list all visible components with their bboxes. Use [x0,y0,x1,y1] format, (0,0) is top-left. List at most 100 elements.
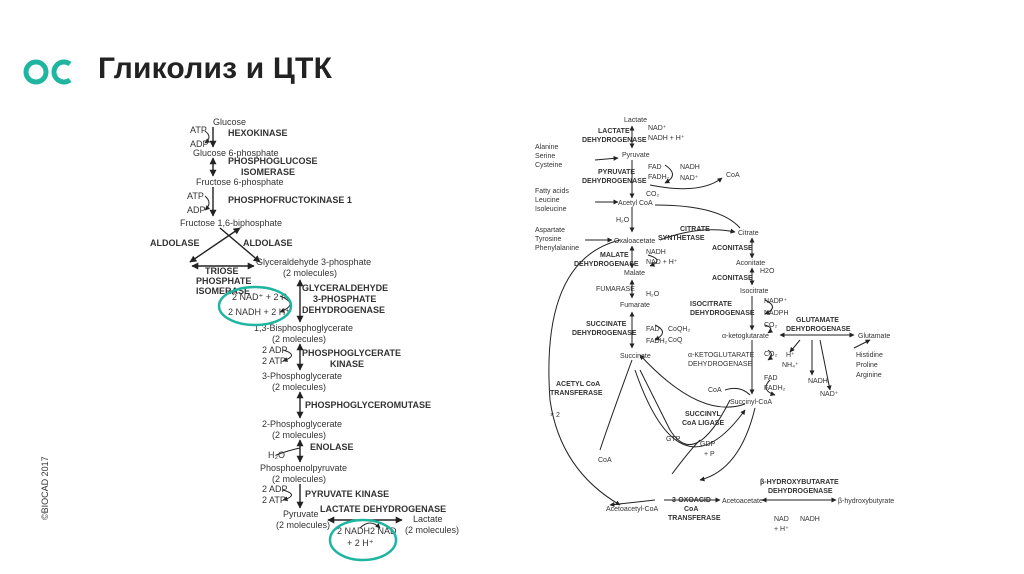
nadh-lactate: 2 NADH [337,526,370,536]
gap-label: Glyceraldehyde 3-phosphate [256,257,371,267]
atp-4: 2 ATP [262,495,286,505]
pgi-label-1: PHOSPHOGLUCOSE [228,156,318,166]
tca-idh-1: ISOCITRATE [690,301,732,308]
tpi-label-3: ISOMERASE [196,286,250,296]
adp-3: 2 ADP [262,345,288,355]
tca-oxct-3: TRANSFERASE [668,515,721,522]
input-cysteine: Cysteine [535,162,562,169]
tca-co2-pdh: CO₂ [646,191,660,198]
tca-h-bhbd: + H⁺ [774,526,789,533]
tca-nadh-ldh: NADH + H⁺ [648,135,685,142]
aldolase-right-label: ALDOLASE [243,238,293,248]
tca-acetoacetylcoa: Acetoacetyl-CoA [606,506,658,513]
tca-akg: α-ketoglutarate [722,333,769,340]
pk-label: PYRUVATE KINASE [305,489,389,499]
tca-oxct-1: 3-OXOACID [672,497,711,504]
tca-acetoacetate: Acetoacetate [722,498,763,505]
glycolysis-pathway: Glucose Glucose 6-phosphate Fructose 6-p… [150,117,459,562]
tca-succinylcoa: Succinyl-CoA [730,399,772,406]
tca-cycle-pathway: Lactate Pyruvate Acetyl CoA Oxaloacetate… [535,117,894,533]
tca-gdh-1: GLUTAMATE [796,317,839,324]
tca-nad-bhbd: NAD [774,516,789,523]
pyruvate-label: Pyruvate [283,509,319,519]
tca-nad-pdh: NAD⁺ [680,175,699,182]
gapdh-label-3: DEHYDROGENASE [302,305,385,315]
input-leucine: Leucine [535,197,560,204]
pgk-label-2: KINASE [330,359,364,369]
tca-ldh-2: DEHYDROGENASE [582,137,647,144]
tca-gtp: GTP [666,436,681,443]
h-lactate: + 2 H⁺ [347,538,374,548]
input-alanine: Alanine [535,144,558,151]
tca-bhbd-2: DEHYDROGENASE [768,488,833,495]
tca-cs-2: SYNTHETASE [658,235,705,242]
tca-hbutyrate: β-hydroxybutyrate [838,498,894,505]
input-histidine: Histidine [856,352,883,359]
tca-gdh-2: DEHYDROGENASE [786,326,851,333]
lactate-molecules: (2 molecules) [405,525,459,535]
pg3-label: 3-Phosphoglycerate [262,371,342,381]
tca-coqh-sdh: CoQH₂ [668,326,690,333]
bpg-label: 1,3-Bisphosphoglycerate [254,323,353,333]
tca-h-gdh: H⁺ [786,352,795,359]
gapdh-label-2: 3-PHOSPHATE [313,294,376,304]
input-isoleucine: Isoleucine [535,206,567,213]
tca-citrate: Citrate [738,230,759,237]
tca-glutamate: Glutamate [858,333,890,340]
tca-pdh-1: PYRUVATE [598,169,635,176]
adp-1: ADP [190,139,209,149]
tca-nadh-mdh: NADH [646,249,666,256]
gap-molecules: (2 molecules) [283,268,337,278]
pg2-label: 2-Phosphoglycerate [262,419,342,429]
tca-nadh-gdh: NADH [808,378,828,385]
highlight-ldh-circle [328,518,398,562]
tca-fad-sdh: FAD [646,326,660,333]
biocad-logo-icon [23,59,72,85]
tca-fumarase: FUMARASE [596,286,635,293]
tca-coq-sdh: CoQ [668,337,683,344]
tca-cs-1: CITRATE [680,226,710,233]
tca-aconitase-1: ACONITASE [712,245,753,252]
gapdh-label-1: GLYCERALDEHYDE [302,283,388,293]
tca-aconitate: Aconitate [736,260,765,267]
tca-nadh-pdh: NADH [680,164,700,171]
input-serine: Serine [535,153,555,160]
tca-coa-akgdh: CoA [708,387,722,394]
f6p-label: Fructose 6-phosphate [196,177,284,187]
tca-p: + P [704,451,715,458]
pg2-molecules: (2 molecules) [272,430,326,440]
bpg-molecules: (2 molecules) [272,334,326,344]
tca-idh-2: DEHYDROGENASE [690,310,755,317]
slide-title: Гликолиз и ЦТК [98,52,333,85]
tca-nh4-gdh: NH₄⁺ [782,362,799,369]
input-aspartate: Aspartate [535,227,565,234]
input-proline: Proline [856,362,878,369]
h2o-glycolysis: H₂O [268,450,285,460]
tca-nadp-idh: NADP⁺ [764,298,787,305]
tca-akgdh-1: α-KETOGLUTARATE [688,352,755,359]
tca-bhbd-1: β-HYDROXYBUTARATE [760,479,839,486]
input-fatty-acids: Fatty acids [535,188,569,195]
tca-pyruvate: Pyruvate [622,152,650,159]
tca-x2: × 2 [550,412,560,419]
adp-2: ADP [187,205,206,215]
input-arginine: Arginine [856,372,882,379]
tca-sdh-1: SUCCINATE [586,321,627,328]
tca-mdh-2: DEHYDROGENASE [574,261,639,268]
tca-oxaloacetate: Oxaloacetate [614,238,655,245]
atp-1: ATP [190,125,207,135]
input-phenylalanine: Phenylalanine [535,245,579,252]
tca-co2-akgdh: CO₂ [764,351,778,358]
tca-mdh-1: MALATE [600,252,629,259]
tca-coa-pdh: CoA [726,172,740,179]
tca-fadh-pdh: FADH₂ [648,174,670,181]
tca-aconitase-2: ACONITASE [712,275,753,282]
glucose-label: Glucose [213,117,246,127]
tca-h2o-aco: H2O [760,268,775,275]
pg3-molecules: (2 molecules) [272,382,326,392]
tca-h2o-cs: H₂O [616,217,630,224]
tca-nad-gdh: NAD⁺ [820,391,839,398]
tca-lactate: Lactate [624,117,647,124]
tpi-label-1: TRIOSE [205,266,239,276]
